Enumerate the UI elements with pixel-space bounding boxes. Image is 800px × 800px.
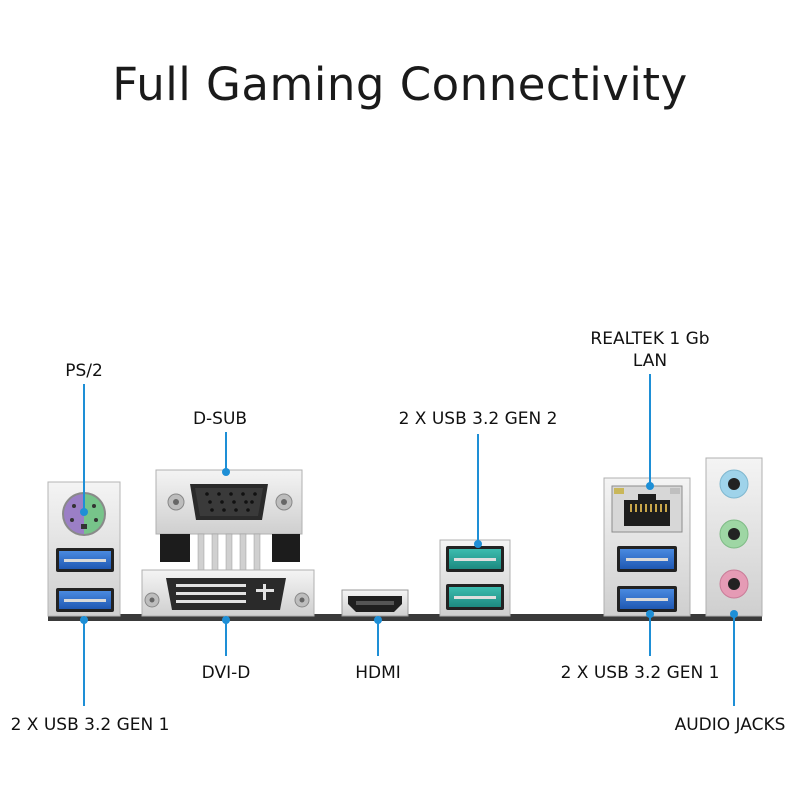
label-usb-gen2: 2 X USB 3.2 GEN 2: [398, 409, 558, 429]
page-title: Full Gaming Connectivity: [112, 58, 688, 111]
usb-gen1-port-icon: [617, 546, 677, 572]
label-lan-line1: REALTEK 1 Gb: [590, 329, 710, 349]
usb-gen1-port-icon: [56, 548, 114, 572]
usb-gen1-port-icon: [617, 586, 677, 612]
label-ps2: PS/2: [65, 361, 103, 381]
usb-gen1-port-icon: [56, 588, 114, 612]
callout-lines: [80, 374, 738, 706]
hdmi-connector: [341, 589, 409, 617]
label-lan-line2: LAN: [632, 351, 668, 371]
label-hdmi: HDMI: [355, 663, 401, 683]
label-dvid: DVI-D: [201, 663, 251, 683]
usb-gen2-port-icon: [446, 546, 504, 572]
audio-jack-stack: [705, 457, 763, 617]
board-edge: [48, 614, 762, 621]
label-usb-right: 2 X USB 3.2 GEN 1: [560, 663, 720, 683]
label-usb-left: 2 X USB 3.2 GEN 1: [10, 715, 170, 735]
label-audio: AUDIO JACKS: [674, 715, 786, 735]
audio-jack-blue-icon: [719, 469, 749, 499]
usb-gen2-stack: [439, 539, 511, 617]
ethernet-port-icon: [611, 485, 683, 533]
lan-usb-stack: [603, 477, 691, 617]
audio-jack-pink-icon: [719, 569, 749, 599]
usb-gen2-port-icon: [446, 584, 504, 610]
dvid-connector: [141, 569, 315, 617]
label-dsub: D-SUB: [192, 409, 248, 429]
audio-jack-green-icon: [719, 519, 749, 549]
dsub-connector: [155, 469, 303, 573]
